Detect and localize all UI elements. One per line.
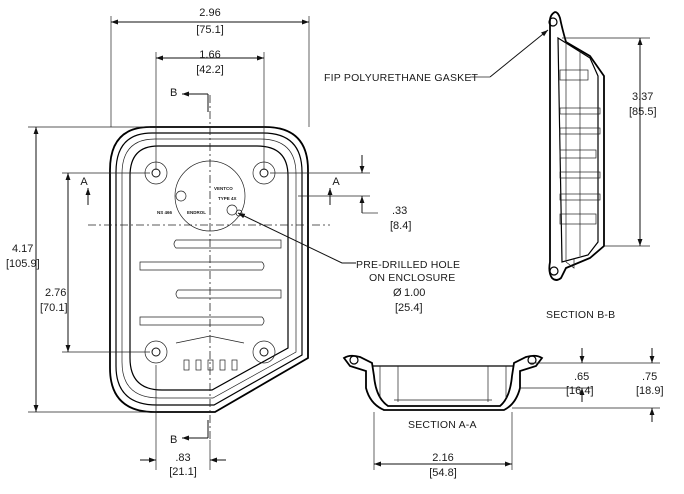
section-aa-width-in: 2.16 (432, 452, 453, 464)
flange-step-outline (121, 138, 297, 399)
bottom-tabs (183, 359, 238, 371)
front-view: VENTCO TYPE 4X NS 466 ENDROL (88, 95, 330, 440)
dim-hole-height-mm: [70.1] (40, 302, 68, 314)
section-b-top-label: B (170, 87, 177, 99)
gasket-callout: FIP POLYURETHANE GASKET (324, 72, 479, 84)
molded-type: TYPE 4X (218, 196, 237, 201)
dim-overall-height-mm: [105.9] (6, 258, 40, 270)
dim-hole-width-in: 1.66 (199, 49, 220, 61)
molded-brand: VENTCO (214, 186, 233, 191)
section-aa-depth-inner-in: .65 (574, 371, 589, 383)
dim-hole-width-mm: [42.2] (196, 64, 224, 76)
flange-inner-outline (115, 132, 303, 406)
dim-overall-width-mm: [75.1] (196, 24, 224, 36)
hole-callout-line2: ON ENCLOSURE (369, 272, 455, 284)
molded-mark-left: NS 466 (157, 210, 173, 215)
molded-mark-right: ENDROL (187, 210, 206, 215)
dim-hole-offset-h-in: .83 (175, 452, 190, 464)
ribs (139, 239, 282, 344)
section-bb-view: 3.37 [85.5] SECTION B-B (546, 11, 657, 321)
callouts: FIP POLYURETHANE GASKET PRE-DRILLED HOLE… (237, 29, 549, 314)
section-a-right-label: A (332, 176, 340, 188)
hole-callout-line1: PRE-DRILLED HOLE (356, 259, 460, 271)
section-aa-depth-inner-mm: [16.4] (566, 385, 594, 397)
hole-dia-symbol: Ø (393, 287, 402, 299)
hole-dia-in: 1.00 (404, 287, 425, 299)
section-markers: A A B B (80, 87, 340, 446)
section-a-left-label: A (80, 176, 88, 188)
dim-overall-height-in: 4.17 (12, 243, 33, 255)
flange-outer-outline (109, 126, 309, 413)
section-aa-depth-outer-in: .75 (642, 371, 657, 383)
section-bb-depth-in: 3.37 (632, 91, 653, 103)
section-bb-depth-mm: [85.5] (629, 106, 657, 118)
section-bb-title: SECTION B-B (546, 309, 615, 321)
section-aa-view: SECTION A-A 2.16 [54.8] .65 [16.4] .75 [… (342, 348, 664, 479)
front-view-dimensions: 2.96 [75.1] 1.66 [42.2] 4.17 [105.9] 2.7… (6, 7, 411, 478)
body-outline (129, 145, 289, 391)
section-b-bottom-label: B (170, 434, 177, 446)
dim-hole-height-in: 2.76 (45, 287, 66, 299)
hole-dia-mm: [25.4] (395, 302, 423, 314)
dim-overall-width-in: 2.96 (199, 7, 220, 19)
dim-hole-offset-v-in: .33 (392, 205, 407, 217)
dim-hole-offset-v-mm: [8.4] (390, 220, 411, 232)
molded-logos: VENTCO TYPE 4X NS 466 ENDROL (157, 186, 243, 217)
section-aa-title: SECTION A-A (408, 419, 477, 431)
dim-hole-offset-h-mm: [21.1] (169, 466, 197, 478)
section-aa-width-mm: [54.8] (429, 467, 457, 479)
section-aa-depth-outer-mm: [18.9] (636, 385, 664, 397)
